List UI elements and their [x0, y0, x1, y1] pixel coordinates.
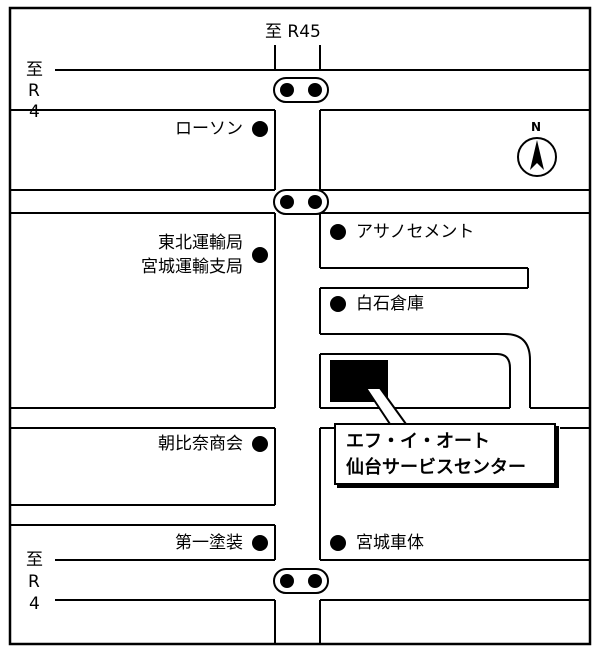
road-label-left-lower-1: 至	[26, 550, 43, 570]
road-label-left-upper-1: 至	[26, 60, 43, 80]
landmark-dot-miyagi-shatai	[330, 535, 346, 551]
landmark-miyagi-shatai: 宮城車体	[356, 533, 424, 553]
traffic-signal	[273, 568, 329, 594]
landmark-shiraishi-warehouse: 白石倉庫	[356, 294, 424, 314]
landmark-dot-asano-cement	[330, 224, 346, 240]
destination-callout: エフ・イ・オート 仙台サービスセンター	[334, 423, 556, 485]
traffic-signal	[273, 189, 329, 215]
landmark-dot-shiraishi-warehouse	[330, 296, 346, 312]
landmark-dot-tohoku-transport	[252, 247, 268, 263]
landmark-dot-daiichi-tosou	[252, 535, 268, 551]
road-label-left-upper-3: 4	[29, 102, 40, 122]
traffic-signal	[273, 77, 329, 103]
compass-north-label: N	[531, 120, 542, 134]
destination-name-line2: 仙台サービスセンター	[346, 457, 526, 478]
destination-name-line1: エフ・イ・オート	[346, 431, 490, 452]
landmark-tohoku-transport-line2: 宮城運輸支局	[141, 257, 243, 277]
north-compass-icon	[517, 137, 557, 177]
road-label-left-lower-3: 4	[29, 594, 40, 614]
road-label-left-lower-2: R	[28, 572, 40, 592]
landmark-dot-asahina-shokai	[252, 436, 268, 452]
landmark-lawson: ローソン	[175, 119, 243, 139]
landmark-tohoku-transport-line1: 東北運輸局	[158, 233, 243, 253]
landmark-daiichi-tosou: 第一塗装	[175, 533, 243, 553]
landmark-asahina-shokai: 朝比奈商会	[158, 434, 243, 454]
road-label-left-upper-2: R	[28, 81, 40, 101]
road-network	[10, 45, 590, 644]
map-frame	[8, 6, 592, 646]
landmark-dot-lawson	[252, 121, 268, 137]
landmark-asano-cement: アサノセメント	[356, 222, 475, 242]
road-label-top: 至 R45	[265, 22, 321, 42]
